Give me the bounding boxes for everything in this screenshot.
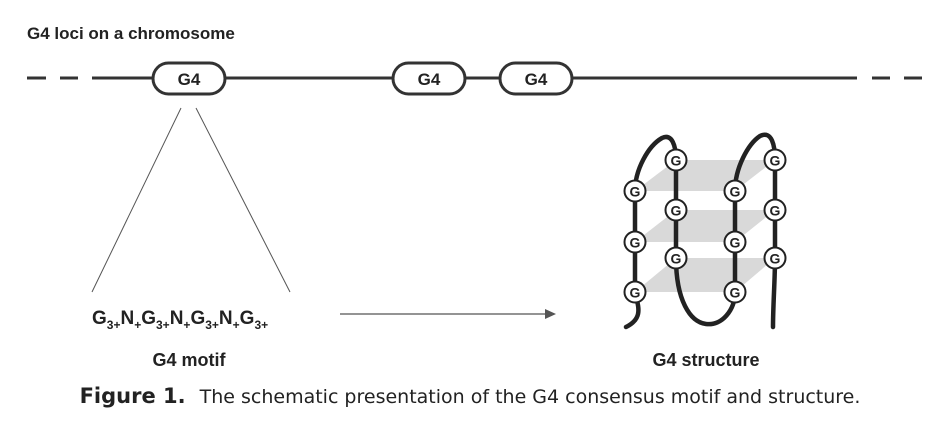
svg-text:G: G [671, 153, 682, 169]
svg-text:G: G [730, 184, 741, 200]
tetrad-plane-top [635, 160, 775, 191]
tetrad-plane-bottom [635, 258, 775, 292]
motif-seg-0-base: G [92, 308, 107, 329]
svg-text:G: G [730, 285, 741, 301]
folding-arrow [340, 309, 556, 319]
g-base: G [763, 198, 787, 222]
zoom-line-right [195, 107, 291, 293]
motif-seg-3-sub: + [183, 318, 190, 332]
motif-seg-0-sub: 3+ [107, 318, 121, 332]
motif-seg-2-sub: 3+ [156, 318, 170, 332]
locus-2-label: G4 [418, 70, 441, 89]
g-base: G [723, 280, 747, 304]
locus-1: G4 [151, 61, 227, 96]
g-base: G [723, 179, 747, 203]
structure-label: G4 structure [652, 350, 759, 370]
motif-seg-1-base: N [120, 308, 134, 329]
locus-3: G4 [498, 61, 574, 96]
arrow-head-icon [545, 309, 556, 319]
motif-seg-6-base: G [240, 308, 255, 329]
tetrad-plane-middle [635, 210, 775, 242]
g4-structure: G G G G G G [623, 132, 787, 330]
motif-label: G4 motif [152, 350, 226, 370]
g-base: G [664, 246, 688, 270]
motif-seg-5-sub: + [233, 318, 240, 332]
locus-1-label: G4 [178, 70, 201, 89]
diagram-title: G4 loci on a chromosome [27, 24, 235, 43]
svg-text:G: G [671, 203, 682, 219]
g-base: G [723, 230, 747, 254]
g-base: G [763, 246, 787, 270]
motif-seg-1-sub: + [134, 318, 141, 332]
g-base: G [623, 179, 647, 203]
motif-seg-6-sub: 3+ [254, 318, 268, 332]
svg-text:G: G [671, 251, 682, 267]
g-base: G [623, 230, 647, 254]
figure-caption: Figure 1. The schematic presentation of t… [0, 384, 940, 409]
motif-seg-4-base: G [190, 308, 205, 329]
svg-text:G: G [630, 235, 641, 251]
motif-seg-3-base: N [170, 308, 184, 329]
figure-caption-text: The schematic presentation of the G4 con… [199, 386, 861, 408]
motif-seg-4-sub: 3+ [205, 318, 219, 332]
g-base: G [763, 148, 787, 172]
zoom-line-left [91, 107, 182, 293]
svg-text:G: G [630, 285, 641, 301]
g-base: G [664, 148, 688, 172]
svg-text:G: G [730, 235, 741, 251]
g4-diagram: G4 loci on a chromosome G4 G4 G4 G3+N+G3… [27, 24, 922, 370]
locus-3-label: G4 [525, 70, 548, 89]
svg-text:G: G [770, 153, 781, 169]
g-base: G [664, 198, 688, 222]
svg-text:G: G [770, 203, 781, 219]
figure-number: Figure 1. [79, 384, 186, 408]
tetrad-planes [635, 160, 775, 292]
svg-text:G: G [770, 251, 781, 267]
svg-text:G: G [630, 184, 641, 200]
motif-seg-2-base: G [141, 308, 156, 329]
motif-formula: G3+N+G3+N+G3+N+G3+ [92, 308, 268, 332]
g-base: G [623, 280, 647, 304]
g-bases: G G G G G G [623, 148, 787, 304]
motif-seg-5-base: N [219, 308, 233, 329]
locus-2: G4 [391, 61, 467, 96]
